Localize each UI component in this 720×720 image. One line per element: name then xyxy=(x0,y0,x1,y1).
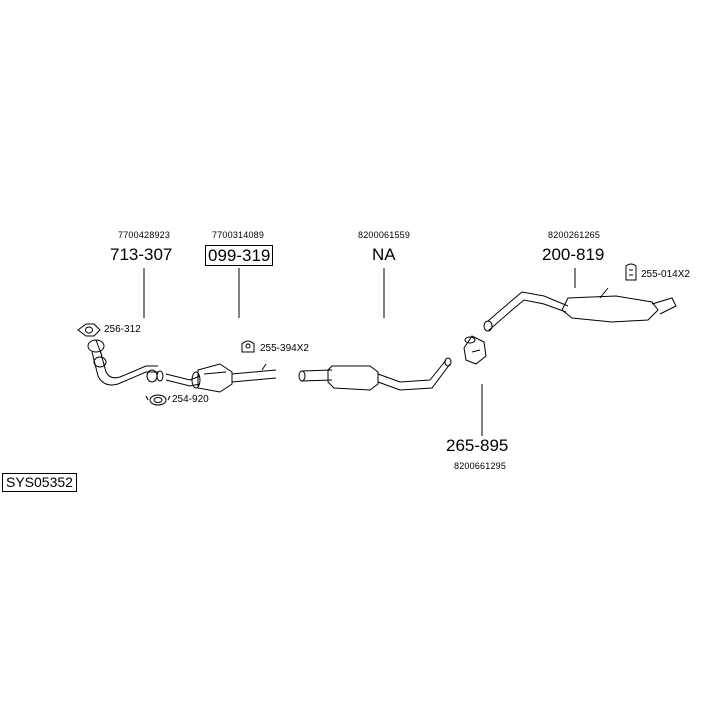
oem-number-200-819: 8200261265 xyxy=(548,230,601,240)
accessory-label-gasket[interactable]: 256-312 xyxy=(104,324,141,335)
part-number-713-307[interactable]: 713-307 xyxy=(110,245,173,264)
connector-pipe-drawing xyxy=(463,335,487,365)
catalytic-converter-drawing xyxy=(165,363,277,393)
oem-number-099-319: 7700314089 xyxy=(212,230,265,240)
gasket-icon-drawing xyxy=(77,323,101,337)
part-number-200-819[interactable]: 200-819 xyxy=(542,245,605,264)
centre-silencer-drawing xyxy=(298,357,452,391)
rubber-mount-icon-drawing-1 xyxy=(241,340,255,353)
accessory-label-rubber-mount-1[interactable]: 255-394X2 xyxy=(260,343,309,354)
part-number-na[interactable]: NA xyxy=(372,245,396,264)
accessory-label-rubber-mount-2[interactable]: 255-014X2 xyxy=(641,269,690,280)
system-code-badge: SYS05352 xyxy=(2,473,77,492)
front-pipe-drawing xyxy=(87,339,164,386)
clamp-icon-drawing xyxy=(145,394,171,406)
part-number-099-319[interactable]: 099-319 xyxy=(205,245,274,266)
oem-number-265-895: 8200661295 xyxy=(454,461,507,471)
oem-number-na: 8200061559 xyxy=(358,230,411,240)
rubber-mount-icon-drawing-2 xyxy=(625,263,637,281)
part-number-265-895[interactable]: 265-895 xyxy=(446,436,509,455)
oem-number-713-307: 7700428923 xyxy=(118,230,171,240)
rear-silencer-drawing xyxy=(483,287,677,332)
accessory-label-clamp[interactable]: 254-920 xyxy=(172,394,209,405)
